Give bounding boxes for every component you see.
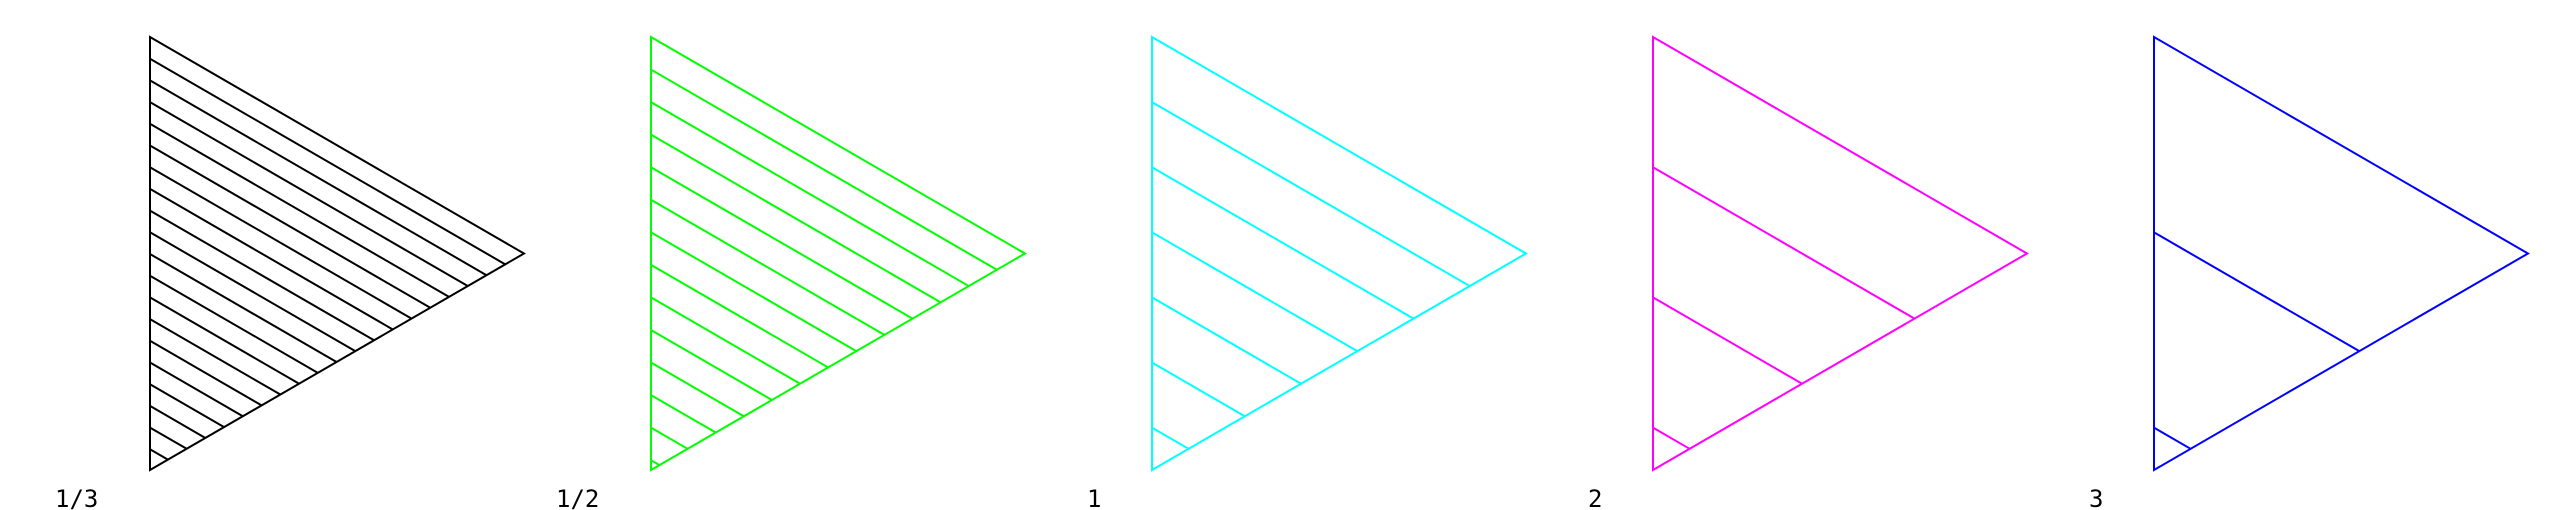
- hatch-line: [1151, 101, 1471, 287]
- hatch-line: [149, 57, 506, 266]
- panel-1: 1/3: [55, 35, 526, 510]
- hatch-line: [149, 426, 188, 450]
- hatch-line: [149, 253, 338, 363]
- hatch-line: [1151, 166, 1415, 320]
- hatch-line: [149, 231, 356, 353]
- hatch-line: [650, 198, 885, 336]
- hatch-line: [2153, 426, 2192, 450]
- hatch-line: [650, 296, 801, 385]
- hatch-line: [650, 459, 660, 466]
- panel-3: 1: [1087, 35, 1528, 510]
- panel-label: 3: [2089, 485, 2103, 510]
- panel-label: 1/3: [55, 485, 98, 510]
- hatch-line: [1652, 426, 1691, 450]
- hatch-line: [1652, 296, 1803, 385]
- hatch-line: [149, 188, 394, 331]
- hatch-line: [650, 264, 829, 369]
- hatch-line: [149, 339, 263, 407]
- hatch-line: [650, 101, 970, 287]
- hatch-line: [650, 394, 717, 434]
- hatch-line: [1151, 426, 1190, 450]
- hatch-line: [149, 448, 169, 461]
- hatch-line: [149, 318, 281, 396]
- hatch-line: [149, 101, 469, 287]
- panel-2: 1/2: [556, 35, 1027, 510]
- triangle-outline: [2153, 35, 2530, 472]
- hatch-line: [149, 144, 431, 309]
- triangle-outline: [650, 35, 1027, 472]
- hatch-line: [650, 361, 745, 418]
- hatch-line: [1151, 231, 1358, 353]
- hatch-line: [650, 133, 942, 304]
- hatch-line: [149, 296, 300, 385]
- hatch-line: [650, 231, 857, 353]
- hatch-line: [149, 122, 450, 298]
- panel-label: 2: [1588, 485, 1602, 510]
- hatch-line: [1652, 166, 1916, 320]
- hatch-line: [149, 166, 413, 320]
- hatch-line: [650, 68, 998, 271]
- hatch-line: [149, 79, 488, 277]
- panel-label: 1: [1087, 485, 1101, 510]
- hatch-line: [149, 209, 375, 342]
- hatch-line: [1151, 296, 1302, 385]
- hatch-line: [149, 361, 244, 418]
- hatch-line: [149, 383, 225, 428]
- hatch-line: [149, 405, 206, 439]
- triangle-outline: [1652, 35, 2029, 472]
- triangle-outline: [149, 35, 526, 472]
- hatch-line: [650, 166, 914, 320]
- hatch-line: [2153, 231, 2360, 353]
- panel-4: 2: [1588, 35, 2029, 510]
- hatch-line: [1151, 361, 1246, 418]
- hatch-line: [650, 329, 773, 401]
- hatch-line: [650, 426, 689, 450]
- hatch-line: [149, 274, 319, 374]
- triangle-outline: [1151, 35, 1528, 472]
- panel-label: 1/2: [556, 485, 599, 510]
- panel-5: 3: [2089, 35, 2530, 510]
